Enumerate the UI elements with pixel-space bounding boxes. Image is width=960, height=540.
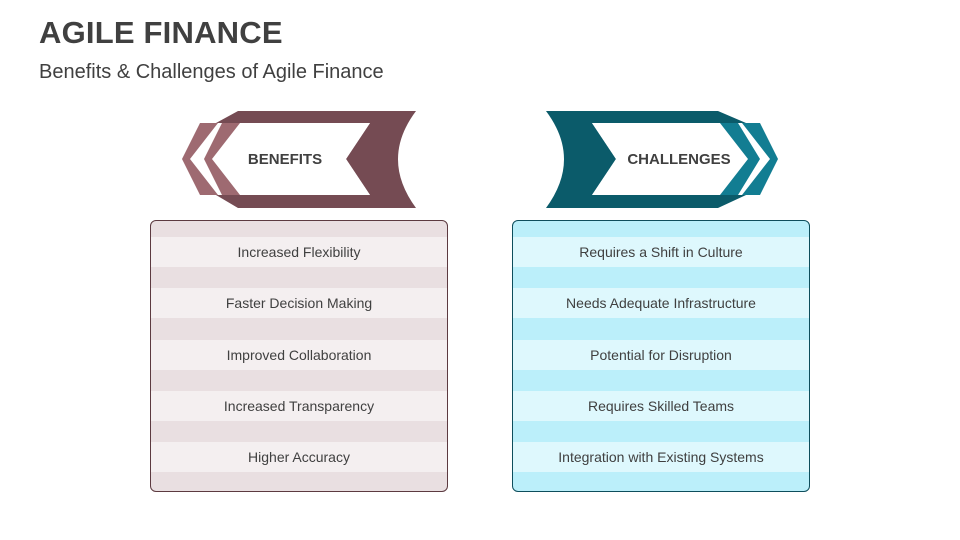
list-item: Increased Flexibility [151,237,447,267]
challenges-arrow-shape [546,111,778,208]
list-item: Higher Accuracy [151,442,447,472]
chevron-left-icon [204,123,240,195]
list-item: Needs Adequate Infrastructure [513,288,809,318]
list-item: Faster Decision Making [151,288,447,318]
chevron-right-icon [742,123,778,195]
challenges-heading: CHALLENGES [627,151,731,168]
slide-subtitle: Benefits & Challenges of Agile Finance [39,61,384,83]
slide-title: AGILE FINANCE [39,15,283,50]
list-item: Requires a Shift in Culture [513,237,809,267]
list-item: Increased Transparency [151,391,447,421]
list-item: Requires Skilled Teams [513,391,809,421]
list-item: Improved Collaboration [151,340,447,370]
benefits-heading: BENEFITS [247,151,323,168]
list-item: Potential for Disruption [513,340,809,370]
benefits-arrow-shape [182,111,416,208]
benefits-list: Increased Flexibility Faster Decision Ma… [150,220,448,492]
chevron-left-icon [182,123,218,195]
challenges-banner: CHALLENGES [542,111,782,208]
benefits-banner: BENEFITS [180,111,420,208]
list-item: Integration with Existing Systems [513,442,809,472]
challenges-list: Requires a Shift in Culture Needs Adequa… [512,220,810,492]
chevron-right-icon [720,123,760,195]
